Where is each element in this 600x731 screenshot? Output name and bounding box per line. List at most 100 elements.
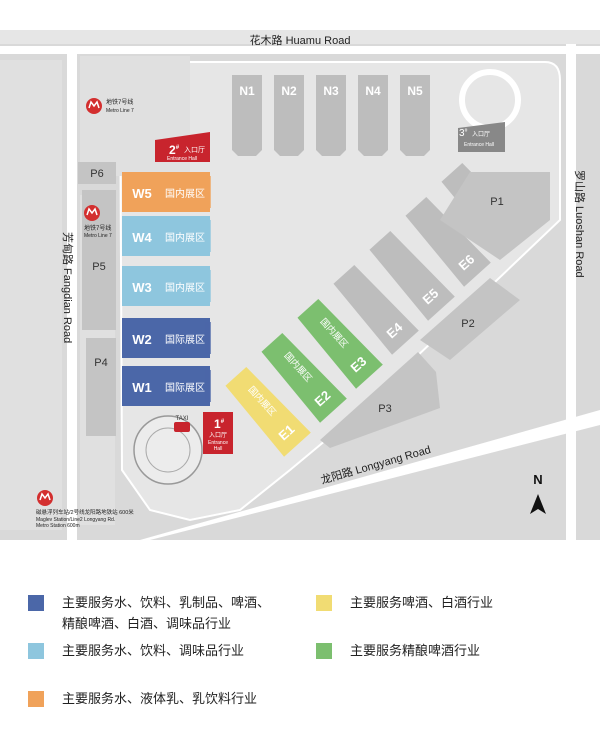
- compass-label: N: [533, 472, 542, 487]
- plaza-inner: [145, 427, 191, 473]
- legend-swatch: [316, 595, 332, 611]
- legend-text: 主要服务啤酒、白酒行业: [350, 595, 494, 610]
- hall-shape: [369, 230, 455, 321]
- hall-label: N5: [407, 84, 423, 98]
- hall-id: W4: [132, 230, 152, 245]
- parking-p6[interactable]: [78, 162, 116, 184]
- parking-p2-label: P2: [461, 318, 474, 330]
- top-margin: [0, 0, 600, 30]
- hall-e6[interactable]: E6: [403, 194, 491, 287]
- hall-zone: 国内展区: [165, 281, 205, 294]
- north-halls: N1 N2 N3 N4 N5: [232, 75, 430, 156]
- legend-item-blue: 主要服务水、饮料、乳制品、啤酒、精酿啤酒、白酒、调味品行业: [28, 592, 270, 634]
- longyang-road: [140, 410, 600, 540]
- hall-label: N1: [239, 84, 255, 98]
- hall-shape: [297, 298, 383, 389]
- venue-map: 花木路 Huamu Road 罗山路 Luoshan Road 芳甸路 Fang…: [0, 0, 600, 540]
- entrance-1-en2: Hall: [214, 446, 223, 452]
- metro-left-cn: 地铁7号线: [84, 224, 111, 232]
- parking-p1-label: P1: [490, 196, 503, 208]
- legend-text-line1: 主要服务水、饮料、乳制品、啤酒、: [62, 595, 271, 610]
- entrance-2-number: 2#: [169, 143, 180, 157]
- hall-id: W5: [132, 186, 152, 201]
- metro-line7-left: 地铁7号线 Metro Line 7: [84, 205, 112, 239]
- metro-top-cn: 地铁7号线: [106, 98, 133, 106]
- metro-glyph: [86, 207, 98, 216]
- legend-text-line2: 精酿啤酒、白酒、调味品行业: [62, 616, 232, 631]
- plaza-circle: [133, 415, 203, 485]
- legend-text: 主要服务精酿啤酒行业: [350, 643, 481, 658]
- metro-line7-top: 地铁7号线 Metro Line 7: [86, 98, 134, 114]
- taxi-label: TAXI: [176, 416, 189, 422]
- entrance-hall-1[interactable]: [203, 412, 233, 454]
- legend-swatch: [316, 643, 332, 659]
- hall-w4[interactable]: [122, 216, 210, 256]
- hall-n3[interactable]: [316, 75, 346, 156]
- hall-zone: 国际展区: [165, 334, 205, 346]
- hall-edge: [205, 370, 211, 402]
- hall-shape: [405, 196, 491, 287]
- hall-w3[interactable]: [122, 266, 210, 306]
- hall-label: N2: [281, 84, 297, 98]
- hall-label: N4: [365, 84, 381, 98]
- hall-label: N3: [323, 84, 339, 98]
- entrance-hall-3[interactable]: [458, 122, 505, 152]
- parking-p3-label: P3: [378, 403, 391, 415]
- metro-glyph: [39, 492, 51, 501]
- parking-p1[interactable]: [440, 172, 550, 260]
- hall-w5[interactable]: [122, 172, 210, 212]
- hall-n5[interactable]: [400, 75, 430, 156]
- entrance-hall-2[interactable]: [155, 132, 210, 162]
- hall-n1[interactable]: [232, 75, 262, 156]
- parking-p2[interactable]: [420, 278, 520, 360]
- legend-item-green: 主要服务精酿啤酒行业: [316, 640, 480, 661]
- entrance-1-number: 1#: [214, 417, 225, 431]
- legend-item-yellow: 主要服务啤酒、白酒行业: [316, 592, 493, 613]
- legend-swatch: [28, 691, 44, 707]
- hall-zone: 国际展区: [165, 382, 205, 394]
- legend-text: 主要服务水、饮料、调味品行业: [62, 643, 245, 658]
- hall-edge: [205, 322, 211, 354]
- hall-e5[interactable]: E5: [367, 228, 455, 321]
- block-far-west: [0, 60, 62, 530]
- hall-edge: [205, 176, 211, 208]
- metro-glyph: [88, 100, 100, 109]
- hall-e4[interactable]: E4: [331, 262, 419, 355]
- hall-w2[interactable]: [122, 318, 210, 358]
- metro-maglev: 磁悬浮列车站/2号线龙阳路地铁站 600米 Maglev Station/Lin…: [36, 490, 134, 529]
- legend-swatch: [28, 643, 44, 659]
- hall-id: W2: [132, 332, 152, 347]
- hall-id: W3: [132, 280, 152, 295]
- legend-swatch: [28, 595, 44, 611]
- hall-edge: [205, 270, 211, 302]
- entrance-2-en: Entrance Hall: [167, 156, 197, 162]
- fangdian-road-label: 芳甸路 Fangdian Road: [61, 232, 75, 343]
- hall-n4[interactable]: [358, 75, 388, 156]
- entrance-1-cn: 入口厅: [209, 432, 227, 439]
- taxi-icon: [174, 422, 190, 432]
- entrance-3-en: Entrance Hall: [464, 142, 494, 148]
- entrance-3-cn: 入口厅: [472, 131, 490, 138]
- metro-top-en: Metro Line 7: [106, 108, 134, 114]
- legend: 主要服务水、饮料、乳制品、啤酒、精酿啤酒、白酒、调味品行业 主要服务啤酒、白酒行…: [0, 560, 600, 731]
- entrance-2-cn: 入口厅: [184, 146, 205, 154]
- legend-item-lightblue: 主要服务水、饮料、调味品行业: [28, 640, 244, 661]
- huamu-road-label: 花木路 Huamu Road: [250, 34, 351, 47]
- entrance-3-number: 3#: [459, 128, 468, 139]
- compass: N: [530, 472, 546, 514]
- parking-p3[interactable]: [320, 352, 440, 448]
- hall-n2[interactable]: [274, 75, 304, 156]
- luoshan-road: [566, 0, 576, 540]
- legend-item-orange: 主要服务水、液体乳、乳饮料行业: [28, 688, 257, 709]
- hall-id: W1: [132, 380, 152, 395]
- hall-zone: 国内展区: [165, 231, 205, 244]
- hall-w1[interactable]: [122, 366, 210, 406]
- legend-text: 主要服务水、液体乳、乳饮料行业: [62, 691, 258, 706]
- luoshan-road-label: 罗山路 Luoshan Road: [573, 170, 586, 278]
- maglev-cn: 磁悬浮列车站/2号线龙阳路地铁站 600米: [36, 508, 134, 516]
- huamu-road: [0, 46, 600, 54]
- parking-p4[interactable]: [86, 338, 116, 436]
